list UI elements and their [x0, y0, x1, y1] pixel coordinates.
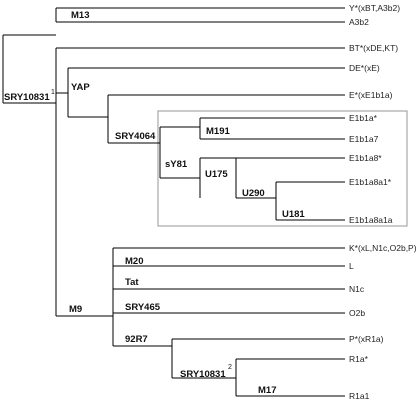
label-m9: M9 [69, 304, 82, 315]
label-m13: M13 [71, 10, 89, 21]
sry10831-2-superscript: 2 [228, 364, 232, 371]
leaf-label: E1b1a8a1a [349, 215, 393, 225]
leaf-label: N1c [349, 284, 365, 294]
leaf-label: BT*(xDE,KT) [349, 43, 398, 53]
label-sry465: SRY465 [125, 302, 161, 313]
leaf-label: R1a* [349, 354, 369, 364]
label-tat: Tat [125, 277, 139, 288]
root-label: SRY10831 [4, 92, 50, 103]
label-u175: U175 [205, 169, 228, 180]
label-m20: M20 [125, 256, 143, 267]
label-yap: YAP [71, 82, 90, 93]
leaf-label: L [349, 261, 354, 271]
label-sry10831-2: SRY10831 [180, 369, 226, 380]
leaf-label: O2b [349, 308, 365, 318]
leaf-label: K*(xL,N1c,O2b,P) [349, 243, 416, 253]
leaf-label: R1a1 [349, 391, 370, 401]
e1b1a-highlight-box [157, 110, 408, 227]
label-m17: M17 [258, 385, 276, 396]
node-labels: SRY10831 1 M13 YAP SRY4064 sY81 M191 U17… [4, 10, 305, 396]
leaf-label: E1b1a7 [349, 134, 379, 144]
leaf-label: Y*(xBT,A3b2) [349, 3, 400, 13]
leaf-label: E1b1a* [349, 113, 378, 123]
label-m191: M191 [206, 126, 230, 137]
leaf-label: E*(xE1b1a) [349, 90, 393, 100]
label-92r7: 92R7 [125, 334, 148, 345]
label-sry4064: SRY4064 [115, 131, 156, 142]
leaf-label: DE*(xE) [349, 63, 380, 73]
tree-branches [2, 7, 345, 397]
leaf-label: E1b1a8* [349, 153, 382, 163]
root-superscript: 1 [51, 89, 55, 96]
leaf-label: P*(xR1a) [349, 334, 384, 344]
leaf-label: E1b1a8a1* [349, 177, 392, 187]
label-u290: U290 [242, 188, 265, 199]
label-u181: U181 [282, 209, 305, 220]
leaf-label: A3b2 [349, 17, 369, 27]
leaf-labels: Y*(xBT,A3b2) A3b2 BT*(xDE,KT) DE*(xE) E*… [349, 3, 416, 401]
label-sy81: sY81 [165, 159, 188, 170]
